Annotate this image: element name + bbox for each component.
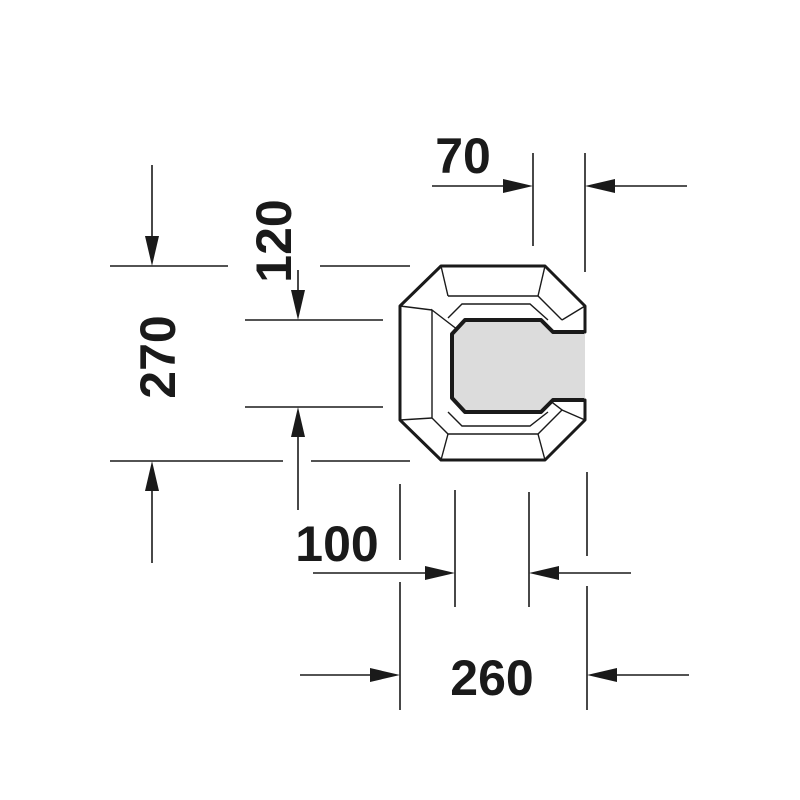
- facet-line: [561, 409, 586, 421]
- facet-line: [440, 433, 449, 461]
- facet-line: [440, 265, 449, 297]
- facet-line: [399, 417, 433, 421]
- facet-line: [537, 433, 546, 461]
- dim-label-100: 100: [295, 516, 378, 572]
- facet-line: [561, 305, 586, 321]
- dimension-arrows: [145, 165, 689, 682]
- dim-label-260: 260: [450, 650, 533, 706]
- inner-notch-facet: [447, 303, 549, 427]
- inner-c-profile: [450, 318, 584, 414]
- rosette-plan-view: [398, 264, 587, 462]
- dim-label-270: 270: [130, 315, 186, 398]
- facet-line: [399, 305, 433, 311]
- facet-line: [537, 265, 546, 297]
- extension-lines: [110, 153, 588, 710]
- dim-label-70: 70: [435, 128, 491, 184]
- dim-label-120: 120: [246, 199, 302, 282]
